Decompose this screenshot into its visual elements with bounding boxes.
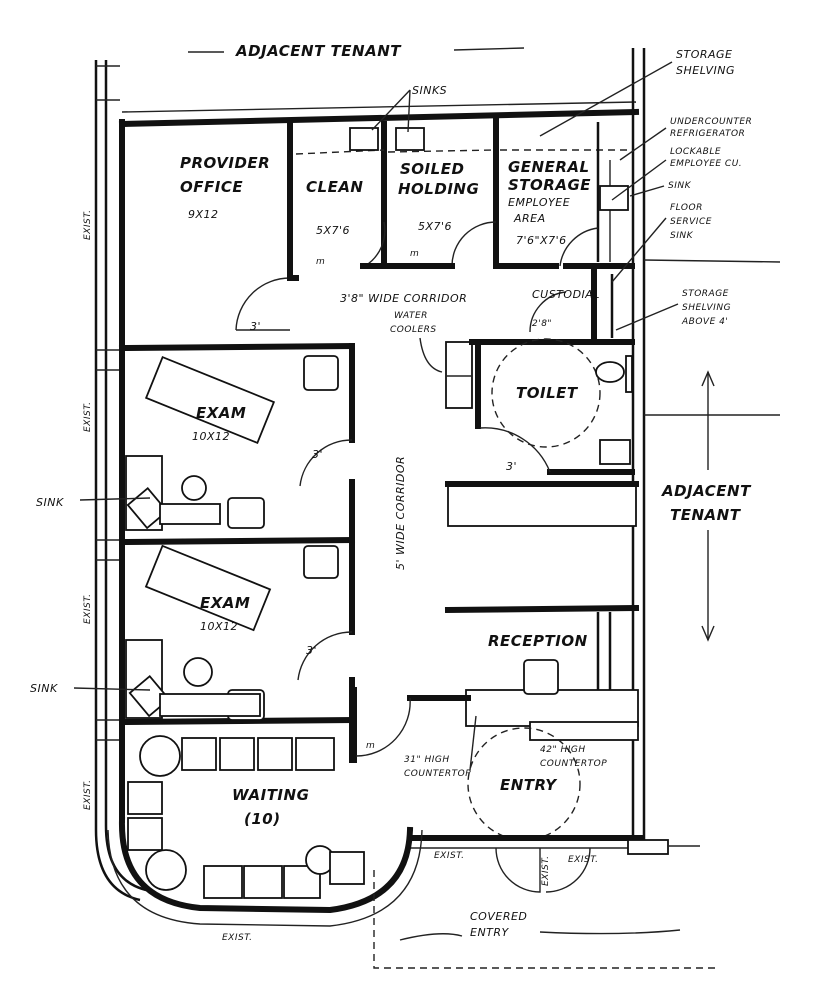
clean-room: CLEAN 5X7'6 m <box>287 121 387 281</box>
svg-text:EXIST.: EXIST. <box>222 933 253 943</box>
svg-text:3': 3' <box>250 320 261 333</box>
svg-text:SOILED: SOILED <box>400 160 464 178</box>
svg-text:7'6"X7'6: 7'6"X7'6 <box>516 234 567 247</box>
svg-text:RECEPTION: RECEPTION <box>488 632 588 650</box>
top-wall <box>118 101 640 128</box>
svg-text:EXIST.: EXIST. <box>541 855 551 886</box>
svg-text:TOILET: TOILET <box>516 384 579 402</box>
svg-text:OFFICE: OFFICE <box>180 178 243 196</box>
provider-office: PROVIDER OFFICE 9X12 3' <box>180 121 293 333</box>
svg-text:EXIST.: EXIST. <box>568 855 599 865</box>
svg-text:FLOOR: FLOOR <box>670 203 703 213</box>
svg-text:10X12: 10X12 <box>192 430 230 443</box>
svg-text:WATER: WATER <box>394 311 428 321</box>
reception: RECEPTION <box>444 604 640 741</box>
adjacent-tenant-top-label: ADJACENT TENANT <box>188 42 525 60</box>
svg-text:TENANT: TENANT <box>670 506 742 524</box>
svg-text:AREA: AREA <box>513 212 546 225</box>
svg-text:3': 3' <box>306 644 317 657</box>
svg-text:5X7'6: 5X7'6 <box>418 220 452 233</box>
svg-text:SINKS: SINKS <box>412 84 447 97</box>
svg-text:31" HIGH: 31" HIGH <box>404 755 450 765</box>
svg-text:2'8": 2'8" <box>532 319 552 329</box>
svg-text:REFRIGERATOR: REFRIGERATOR <box>670 129 745 139</box>
svg-text:5X7'6: 5X7'6 <box>316 224 350 237</box>
svg-text:COOLERS: COOLERS <box>390 325 437 335</box>
svg-text:STORAGE: STORAGE <box>676 48 733 61</box>
svg-text:SINK: SINK <box>670 231 694 241</box>
svg-text:CUSTODIAL: CUSTODIAL <box>532 288 600 301</box>
svg-text:LOCKABLE: LOCKABLE <box>670 147 721 157</box>
covered-entry: COVERED ENTRY <box>373 870 720 969</box>
svg-text:EXIST.: EXIST. <box>83 779 93 810</box>
svg-text:(10): (10) <box>244 810 281 828</box>
waiting-room: WAITING (10) <box>107 719 423 927</box>
svg-text:ENTRY: ENTRY <box>500 776 558 794</box>
water-coolers: WATER COOLERS <box>390 311 473 409</box>
corridor-vertical-label: 5' WIDE CORRIDOR <box>394 456 407 570</box>
svg-text:ENTRY: ENTRY <box>470 926 510 939</box>
svg-text:HOLDING: HOLDING <box>398 180 479 198</box>
svg-text:PROVIDER: PROVIDER <box>180 154 270 172</box>
corridor-top-label: 3'8" WIDE CORRIDOR <box>340 292 467 305</box>
entry-doors <box>407 835 700 893</box>
svg-text:GENERAL: GENERAL <box>508 158 590 176</box>
svg-text:10X12: 10X12 <box>200 620 238 633</box>
svg-text:EMPLOYEE: EMPLOYEE <box>508 196 570 209</box>
svg-text:SERVICE: SERVICE <box>670 217 712 227</box>
svg-text:COVERED: COVERED <box>470 910 527 923</box>
svg-text:m: m <box>410 249 419 259</box>
annotations-top-right: SINKS STORAGE SHELVING UNDERCOUNTER REFR… <box>371 48 752 331</box>
svg-text:EXIST.: EXIST. <box>434 851 465 861</box>
svg-text:STORAGE: STORAGE <box>508 176 591 194</box>
svg-text:SHELVING: SHELVING <box>676 64 735 77</box>
svg-text:m: m <box>316 257 325 267</box>
svg-text:COUNTERTOP: COUNTERTOP <box>540 759 607 769</box>
svg-text:EXIST.: EXIST. <box>83 401 93 432</box>
toilet-room: TOILET 3' <box>469 338 635 475</box>
existing-left-wall <box>94 60 147 902</box>
svg-text:WAITING: WAITING <box>232 786 309 804</box>
svg-text:CLEAN: CLEAN <box>306 178 363 196</box>
svg-text:ADJACENT: ADJACENT <box>661 482 752 500</box>
exist-labels: EXIST. EXIST. EXIST. EXIST. EXIST. EXIST… <box>83 209 599 943</box>
custodial-room: CUSTODIAL 2'8" <box>529 263 635 341</box>
svg-text:EXIST.: EXIST. <box>83 593 93 624</box>
counter-strip <box>447 483 637 527</box>
sink-labels-left: SINK SINK <box>30 496 151 695</box>
svg-text:SINK: SINK <box>30 682 58 695</box>
svg-text:EXIST.: EXIST. <box>83 209 93 240</box>
svg-text:SINK: SINK <box>36 496 64 509</box>
svg-text:9X12: 9X12 <box>188 208 219 221</box>
svg-text:UNDERCOUNTER: UNDERCOUNTER <box>670 117 752 127</box>
adjacent-tenant-right: ADJACENT TENANT <box>661 370 752 642</box>
svg-text:3': 3' <box>312 448 323 461</box>
svg-text:STORAGE: STORAGE <box>682 289 729 299</box>
svg-text:EXAM: EXAM <box>200 594 250 612</box>
svg-text:ADJACENT TENANT: ADJACENT TENANT <box>235 42 402 60</box>
svg-text:EXAM: EXAM <box>196 404 246 422</box>
svg-text:ABOVE 4': ABOVE 4' <box>681 317 728 327</box>
exam-room-2: EXAM 10X12 3' <box>118 537 356 726</box>
general-storage-room: GENERAL STORAGE EMPLOYEE AREA 7'6"X7'6 <box>493 122 632 269</box>
svg-text:42" HIGH: 42" HIGH <box>540 745 586 755</box>
svg-text:3': 3' <box>506 460 517 473</box>
exam-room-1: EXAM 10X12 3' <box>118 342 356 546</box>
svg-text:EMPLOYEE CU.: EMPLOYEE CU. <box>670 159 742 169</box>
svg-text:SHELVING: SHELVING <box>682 303 731 313</box>
svg-text:SINK: SINK <box>668 181 692 191</box>
soiled-holding-room: SOILED HOLDING 5X7'6 m <box>381 115 499 269</box>
svg-text:COUNTERTOP: COUNTERTOP <box>404 769 471 779</box>
svg-text:m: m <box>366 741 375 751</box>
